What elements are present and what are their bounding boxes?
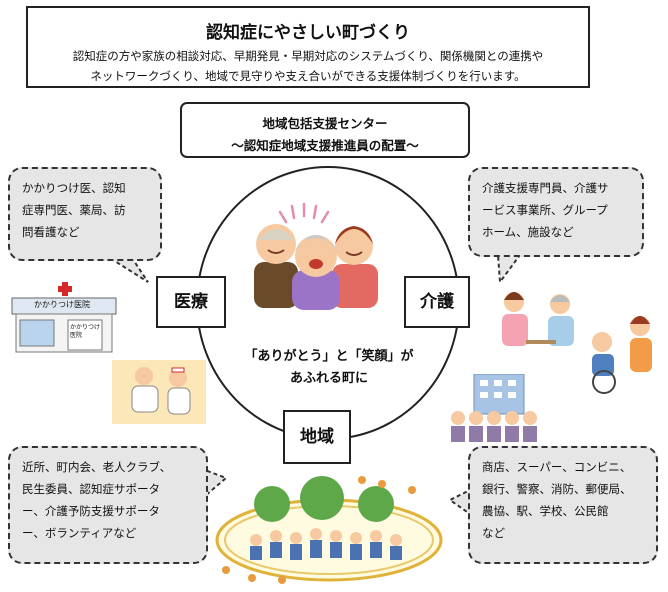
bubble-tail-shops bbox=[448, 488, 471, 516]
doctor-and-nurse-illustration bbox=[112, 360, 206, 424]
clinic-door-label-line-1: かかりつけ bbox=[70, 324, 101, 331]
community-crowd-illustration bbox=[215, 476, 443, 584]
slogan-line-1: 「ありがとう」と「笑顔」が bbox=[244, 349, 414, 364]
support-center-banner: 地域包括支援センター ～認知症地域支援推進員の配置～ bbox=[180, 102, 470, 158]
smiling-elderly-family-illustration bbox=[254, 202, 378, 310]
bubble-medical-line: かかりつけ医、認知 bbox=[22, 181, 126, 195]
slogan: 「ありがとう」と「笑顔」が あふれる町に bbox=[224, 346, 434, 390]
clinic-door-label-line-2: 医院 bbox=[70, 332, 83, 339]
bubble-shops-line: など bbox=[482, 526, 505, 540]
bubble-community-line: ー、ボランティアなど bbox=[22, 526, 137, 540]
clinic-building-illustration bbox=[11, 282, 117, 353]
bubble-shops-line: 銀行、警察、消防、郵便局、 bbox=[482, 482, 632, 496]
bubble-care-line: ービス事業所、グループ bbox=[482, 203, 608, 217]
header-description-line-1: 認知症の方や家族の相談対応、早期発見・早期対応のシステムづくり、関係機関との連携… bbox=[72, 49, 544, 63]
bubble-tail-medical bbox=[106, 257, 149, 283]
header-description: 認知症の方や家族の相談対応、早期発見・早期対応のシステムづくり、関係機関との連携… bbox=[38, 46, 578, 86]
wheelchair-caregiver-illustration bbox=[592, 316, 652, 394]
category-medical: 医療 bbox=[156, 276, 226, 328]
bubble-community-line: ー、介護予防支援サポータ bbox=[22, 504, 160, 518]
clinic-sign-label: かかりつけ医院 bbox=[33, 300, 91, 309]
bubble-medical: かかりつけ医、認知 症専門医、薬局、訪 問看護など bbox=[8, 167, 162, 261]
bubble-medical-line: 症専門医、薬局、訪 bbox=[22, 203, 126, 217]
category-community: 地域 bbox=[283, 410, 351, 464]
support-center-name: 地域包括支援センター bbox=[262, 116, 388, 131]
clinic-door-label: かかりつけ 医院 bbox=[70, 324, 100, 340]
bubble-care-line: ホーム、施設など bbox=[482, 225, 574, 239]
bubble-tail-community bbox=[204, 468, 228, 499]
bubble-shops: 商店、スーパー、コンビニ、 銀行、警察、消防、郵便局、 農協、駅、学校、公民館 … bbox=[468, 446, 658, 564]
support-center-subtitle: ～認知症地域支援推進員の配置～ bbox=[231, 138, 419, 153]
bubble-community: 近所、町内会、老人クラブ、 民生委員、認知症サポータ ー、介護予防支援サポータ … bbox=[8, 446, 208, 564]
bubble-community-line: 民生委員、認知症サポータ bbox=[22, 482, 160, 496]
category-care: 介護 bbox=[404, 276, 470, 328]
bubble-care: 介護支援専門員、介護サ ービス事業所、グループ ホーム、施設など bbox=[468, 167, 644, 257]
bubble-tail-care bbox=[496, 254, 522, 285]
bubble-shops-line: 農協、駅、学校、公民館 bbox=[482, 504, 609, 518]
bubble-medical-line: 問看護など bbox=[22, 225, 80, 239]
bubble-community-line: 近所、町内会、老人クラブ、 bbox=[22, 460, 172, 474]
care-worker-consultation-illustration bbox=[502, 292, 574, 346]
bubble-care-line: 介護支援専門員、介護サ bbox=[482, 181, 609, 195]
care-facility-residents-illustration bbox=[451, 374, 537, 442]
slogan-line-2: あふれる町に bbox=[289, 371, 368, 386]
header-box: 認知症にやさしい町づくり 認知症の方や家族の相談対応、早期発見・早期対応のシステ… bbox=[26, 6, 590, 88]
page-title: 認知症にやさしい町づくり bbox=[206, 23, 410, 43]
header-description-line-2: ネットワークづくり、地域で見守りや支え合いができる支援体制づくりを行います。 bbox=[90, 69, 526, 83]
bubble-shops-line: 商店、スーパー、コンビニ、 bbox=[482, 460, 632, 474]
